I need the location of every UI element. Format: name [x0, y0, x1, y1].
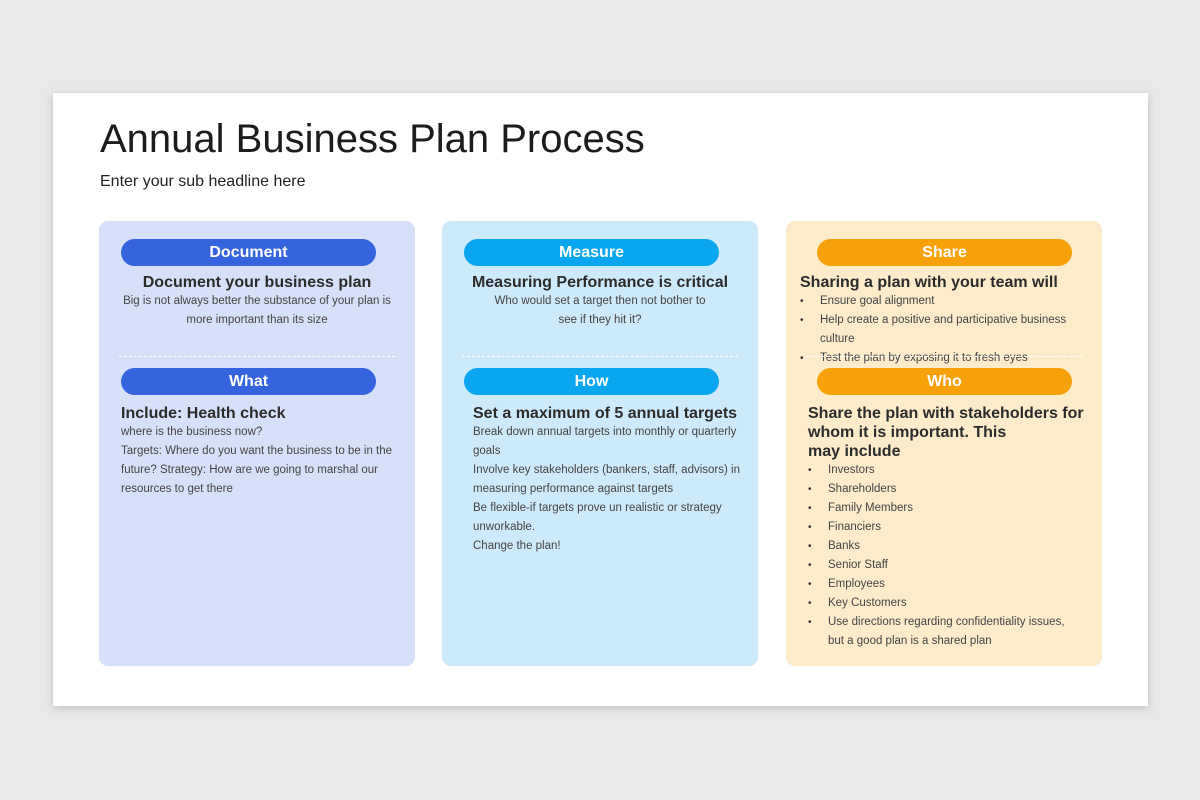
how-text-line: Change the plan! — [473, 540, 561, 552]
measure-text-line: see if they hit it? — [558, 314, 642, 326]
what-heading: Include: Health check — [121, 405, 286, 422]
measure-text: Who would set a target then not bother t… — [458, 292, 742, 330]
card-divider — [119, 356, 395, 357]
slide-subtitle: Enter your sub headline here — [100, 173, 306, 190]
document-heading: Document your business plan — [142, 274, 372, 291]
list-item: Family Members — [808, 499, 1088, 518]
card-divider — [462, 356, 738, 357]
list-item: Use directions regarding confidentiality… — [808, 613, 1088, 632]
how-text-line: Involve key stakeholders (bankers, staff… — [473, 464, 740, 476]
list-item: Investors — [808, 461, 1088, 480]
list-item: Test the plan by exposing it to fresh ey… — [800, 349, 1100, 368]
slide: Annual Business Plan Process Enter your … — [53, 93, 1148, 706]
document-text: Big is not always better the substance o… — [115, 292, 399, 330]
card-measure: Measure Measuring Performance is critica… — [442, 221, 758, 666]
how-text-line: Be flexible-if targets prove un realisti… — [473, 502, 722, 514]
what-text-line: Targets: Where do you want the business … — [121, 445, 393, 457]
list-item-continuation: but a good plan is a shared plan — [828, 635, 992, 647]
share-heading: Sharing a plan with your team will — [800, 274, 1058, 291]
who-heading: Share the plan with stakeholders for who… — [808, 404, 1088, 461]
measure-pill: Measure — [464, 239, 719, 266]
slide-title: Annual Business Plan Process — [100, 117, 645, 161]
card-divider — [806, 356, 1082, 357]
list-item: Ensure goal alignment — [800, 292, 1100, 311]
how-pill: How — [464, 368, 719, 395]
what-pill: What — [121, 368, 376, 395]
card-share: Share Sharing a plan with your team will… — [786, 221, 1102, 666]
who-heading-line: Share the plan with stakeholders for — [808, 405, 1084, 422]
how-text-line: goals — [473, 445, 501, 457]
what-text-line: resources to get there — [121, 483, 233, 495]
document-pill: Document — [121, 239, 376, 266]
list-item: Key Customers — [808, 594, 1088, 613]
measure-text-line: Who would set a target then not bother t… — [494, 295, 706, 307]
who-list: Investors Shareholders Family Members Fi… — [808, 461, 1088, 651]
list-item: Employees — [808, 575, 1088, 594]
list-item: Help create a positive and participative… — [800, 311, 1100, 349]
how-text-line: Break down annual targets into monthly o… — [473, 426, 737, 438]
list-item: Shareholders — [808, 480, 1088, 499]
how-text-line: measuring performance against targets — [473, 483, 674, 495]
how-heading: Set a maximum of 5 annual targets — [473, 405, 738, 422]
share-list: Ensure goal alignment Help create a posi… — [800, 292, 1100, 368]
who-heading-line: may include — [808, 443, 901, 460]
list-item: Banks — [808, 537, 1088, 556]
document-text-line: more important than its size — [186, 314, 328, 326]
what-text-line: future? Strategy: How are we going to ma… — [121, 464, 378, 476]
document-text-line: Big is not always better the substance o… — [123, 295, 391, 307]
who-heading-line: whom it is important. This — [808, 424, 1007, 441]
how-text-line: unworkable. — [473, 521, 536, 533]
how-text: Break down annual targets into monthly o… — [473, 423, 748, 556]
what-text-line: where is the business now? — [121, 426, 263, 438]
share-pill: Share — [817, 239, 1072, 266]
list-item: Senior Staff — [808, 556, 1088, 575]
list-item: Financiers — [808, 518, 1088, 537]
card-document: Document Document your business plan Big… — [99, 221, 415, 666]
measure-heading: Measuring Performance is critical — [471, 274, 729, 291]
what-text: where is the business now? Targets: Wher… — [121, 423, 401, 499]
who-pill: Who — [817, 368, 1072, 395]
